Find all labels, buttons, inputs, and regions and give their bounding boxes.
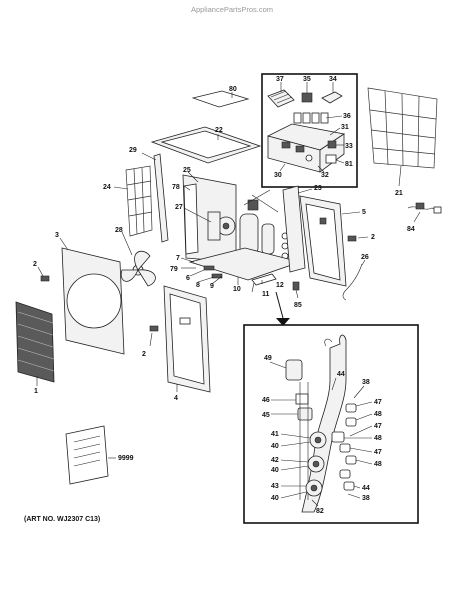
callout-25: 25 — [183, 167, 191, 174]
part-12-bracket[interactable] — [251, 273, 277, 286]
callout-30: 30 — [274, 172, 282, 179]
callout-34: 34 — [329, 76, 337, 83]
callout-78: 78 — [172, 184, 180, 191]
callout-27: 27 — [175, 204, 183, 211]
part-28-fan-blade[interactable] — [120, 231, 156, 287]
part-2-clip-middle[interactable] — [149, 325, 159, 347]
callout-41: 41 — [271, 431, 279, 438]
callout-23: 23 — [314, 185, 322, 192]
callout-43: 43 — [271, 483, 279, 490]
callout-36: 36 — [343, 113, 351, 120]
callout-47-1: 47 — [374, 399, 382, 406]
callout-40-3: 40 — [271, 495, 279, 502]
valve-manifold-inset — [243, 324, 419, 524]
part-6-foot[interactable] — [203, 265, 215, 271]
callout-1: 1 — [34, 388, 38, 395]
art-number: (ART NO. WJ2307 C13) — [24, 516, 100, 523]
control-box-inset — [261, 73, 358, 188]
callout-31: 31 — [341, 124, 349, 131]
part-49-strainer[interactable] — [285, 359, 303, 381]
part-36-capacitors[interactable] — [293, 112, 329, 124]
callout-46: 46 — [262, 397, 270, 404]
part-24-side-grille[interactable] — [113, 165, 153, 237]
callout-80: 80 — [229, 86, 237, 93]
callout-44-top: 44 — [337, 371, 345, 378]
callout-2-right: 2 — [371, 234, 375, 241]
compressor[interactable] — [239, 189, 279, 255]
callout-47-3: 47 — [374, 449, 382, 456]
callout-47-2: 47 — [374, 423, 382, 430]
callout-12: 12 — [276, 282, 284, 289]
part-4-access-panel[interactable] — [163, 285, 211, 393]
callout-9999: 9999 — [118, 455, 134, 462]
part-33-terminal[interactable] — [327, 140, 337, 149]
callout-21: 21 — [395, 190, 403, 197]
callout-48-2: 48 — [374, 435, 382, 442]
callout-48-1: 48 — [374, 411, 382, 418]
valve-row-3[interactable] — [305, 469, 355, 497]
callout-35: 35 — [303, 76, 311, 83]
callout-3: 3 — [55, 232, 59, 239]
callout-28: 28 — [115, 227, 123, 234]
callout-79: 79 — [170, 266, 178, 273]
callout-81: 81 — [345, 161, 353, 168]
callout-24: 24 — [103, 184, 111, 191]
part-27-fan-motor[interactable] — [207, 211, 236, 241]
callout-84: 84 — [407, 226, 415, 233]
part-1-front-grille[interactable] — [15, 301, 55, 386]
inset-pointer — [275, 291, 290, 326]
callout-49: 49 — [264, 355, 272, 362]
part-37-heatsink[interactable] — [267, 89, 295, 108]
callout-6: 6 — [186, 275, 190, 282]
callout-37: 37 — [276, 76, 284, 83]
callout-10: 10 — [233, 286, 241, 293]
callout-45: 45 — [262, 412, 270, 419]
callout-2-middle: 2 — [142, 351, 146, 358]
callout-5: 5 — [362, 209, 366, 216]
callout-48-3: 48 — [374, 461, 382, 468]
callout-40-2: 40 — [271, 467, 279, 474]
callout-7: 7 — [176, 255, 180, 262]
part-34-bracket[interactable] — [321, 91, 343, 104]
part-29-post[interactable] — [141, 152, 169, 243]
part-2-clip-left[interactable] — [37, 266, 50, 282]
callout-82: 82 — [316, 508, 324, 515]
callout-22: 22 — [215, 127, 223, 134]
part-26-wire[interactable] — [342, 259, 366, 301]
callout-33: 33 — [345, 143, 353, 150]
part-46-fitting[interactable] — [295, 393, 309, 405]
chassis-assembly — [180, 171, 302, 293]
callout-38-bottom: 38 — [362, 495, 370, 502]
callout-9: 9 — [210, 283, 214, 290]
callout-11: 11 — [262, 291, 270, 298]
callout-44-bottom: 44 — [362, 485, 370, 492]
callout-8: 8 — [196, 282, 200, 289]
part-78-insulation[interactable] — [183, 183, 199, 255]
callout-4: 4 — [174, 395, 178, 402]
callout-29: 29 — [129, 147, 137, 154]
part-23-side-panel[interactable] — [282, 185, 313, 273]
part-35-relay[interactable] — [301, 92, 313, 103]
callout-32: 32 — [321, 172, 329, 179]
part-9999-manual[interactable] — [65, 425, 116, 485]
part-22-top-cover[interactable] — [150, 126, 262, 164]
callout-38-top: 38 — [362, 379, 370, 386]
callout-2-left: 2 — [33, 261, 37, 268]
part-81-sensor[interactable] — [325, 154, 337, 164]
part-85-sensor[interactable] — [292, 281, 300, 299]
callout-85: 85 — [294, 302, 302, 309]
valve-row-1[interactable] — [309, 403, 357, 449]
part-21-rear-guard[interactable] — [367, 87, 438, 187]
watermark-text: AppliancePartsPros.com — [191, 5, 273, 14]
part-3-front-panel[interactable] — [59, 237, 125, 355]
callout-40-1: 40 — [271, 443, 279, 450]
part-5-right-cover[interactable] — [299, 195, 361, 287]
part-80-top-pad[interactable] — [191, 90, 250, 108]
part-31-control-board[interactable] — [266, 123, 346, 173]
callout-42: 42 — [271, 457, 279, 464]
part-84-connector[interactable] — [407, 202, 442, 223]
callout-26: 26 — [361, 254, 369, 261]
part-2-clip-right[interactable] — [347, 235, 369, 242]
